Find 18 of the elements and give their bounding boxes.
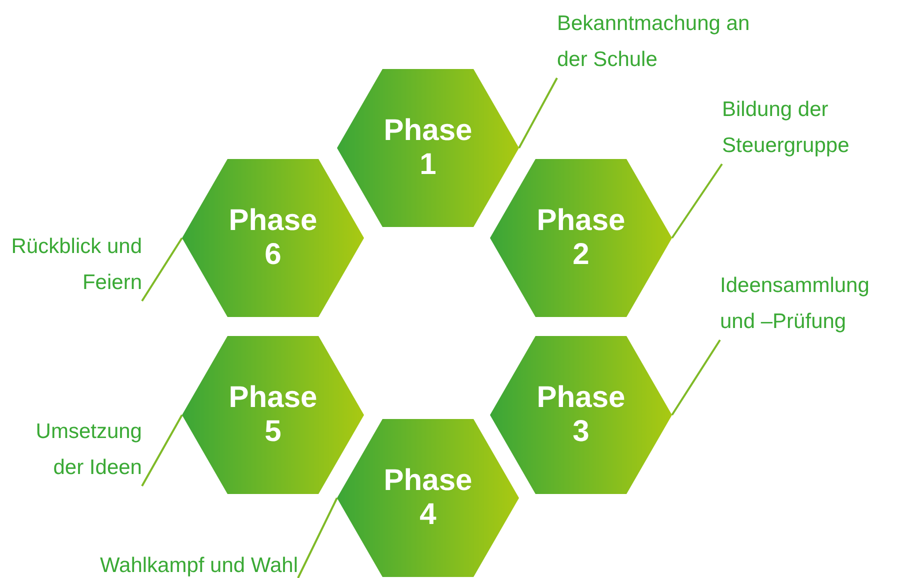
phase-label: Phase 5 <box>228 381 318 449</box>
phase-label: Phase 3 <box>536 381 626 449</box>
leader-line <box>141 237 183 302</box>
step-label: Bildung der Steuergruppe <box>722 92 892 164</box>
leader-line <box>297 498 338 578</box>
step-label: Bekanntmachung an der Schule <box>557 6 777 78</box>
leader-line <box>671 339 721 416</box>
leader-line <box>518 78 558 148</box>
step-label: Ideensammlung und –Prüfung <box>720 268 896 340</box>
step-label: Rückblick und Feiern <box>0 229 142 301</box>
phase-label: Phase 1 <box>382 114 474 182</box>
phase-label: Phase 6 <box>228 204 318 272</box>
leader-line <box>671 163 723 239</box>
step-label: Umsetzung der Ideen <box>0 414 142 486</box>
leader-line <box>141 414 183 486</box>
step-label: Wahlkampf und Wahl <box>30 548 298 578</box>
phase-label: Phase 2 <box>536 204 626 272</box>
phase-label: Phase 4 <box>382 464 474 532</box>
